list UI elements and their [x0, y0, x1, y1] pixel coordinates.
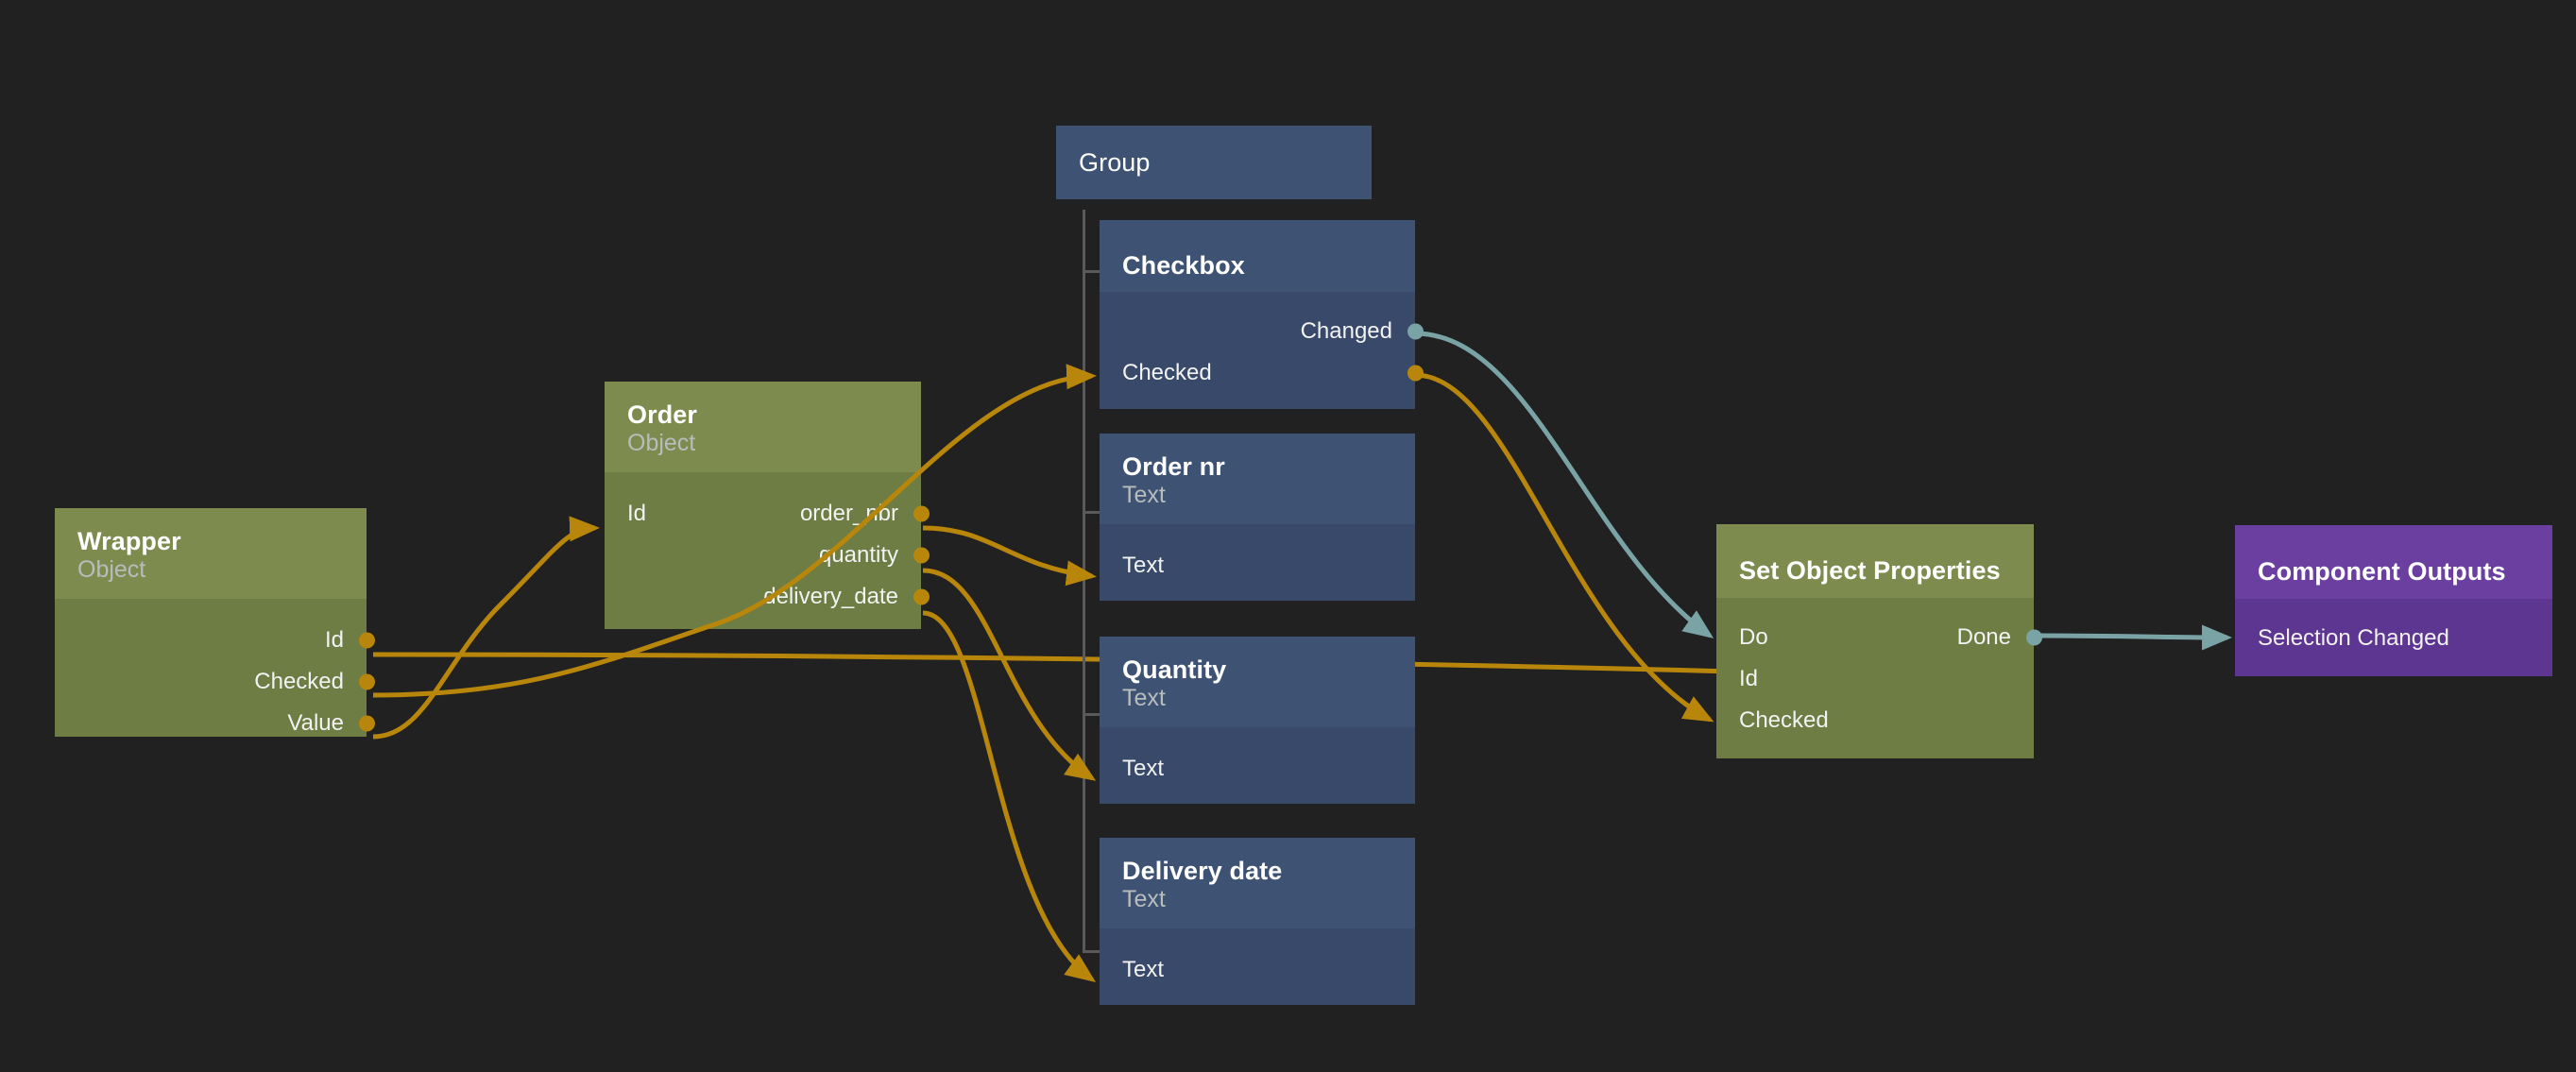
- node-quantity-header: Quantity Text: [1100, 637, 1415, 728]
- node-checkbox-title: Checkbox: [1122, 250, 1245, 280]
- wire-order-deliverydate-to-deliverydate-text: [922, 610, 1097, 982]
- node-component-outputs[interactable]: Component Outputs Selection Changed: [2235, 525, 2552, 676]
- node-order-nr-header: Order nr Text: [1100, 434, 1415, 525]
- node-wrapper[interactable]: Wrapper Object Id Checked Value: [55, 508, 375, 738]
- node-component-outputs-header: Component Outputs: [2235, 525, 2552, 599]
- node-component-outputs-body: Selection Changed: [2235, 599, 2552, 676]
- port-quantity-in-text[interactable]: Text: [1100, 748, 1415, 790]
- node-checkbox-header: Checkbox: [1100, 220, 1415, 292]
- port-label-delivery-date-text: Text: [1122, 957, 1165, 983]
- wire-wrapper-value-to-order-id: [372, 516, 600, 740]
- node-order-header: Order Object: [605, 382, 921, 473]
- group-tree-branch-delivery-date: [1083, 950, 1106, 953]
- node-component-outputs-title: Component Outputs: [2258, 556, 2506, 586]
- port-label-order-out-order-nbr: order_nbr: [799, 501, 898, 527]
- node-wrapper-header: Wrapper Object: [55, 508, 367, 600]
- port-setprops-row-do[interactable]: Do Done: [1716, 617, 2042, 658]
- node-set-object-properties-body: Do Done Id Checked: [1716, 598, 2042, 758]
- port-label-changed: Changed: [1300, 318, 1392, 344]
- port-dot-changed[interactable]: [1407, 323, 1424, 340]
- port-label-order-in-id: Id: [627, 501, 647, 527]
- node-set-object-properties-title: Set Object Properties: [1739, 555, 2001, 585]
- port-wrapper-out-id[interactable]: Id: [55, 620, 375, 661]
- node-delivery-date-subtitle: Text: [1122, 886, 1166, 913]
- port-label-setprops-do: Do: [1739, 624, 1768, 650]
- node-quantity[interactable]: Quantity Text Text: [1100, 637, 1415, 805]
- port-order-out-quantity[interactable]: quantity: [605, 535, 930, 576]
- port-dot-checkbox-checked-out[interactable]: [1407, 365, 1424, 382]
- node-checkbox-body: Changed Checked: [1100, 292, 1424, 409]
- node-order[interactable]: Order Object Id order_nbr quantity deliv…: [605, 382, 930, 630]
- node-wrapper-body: Id Checked Value: [55, 599, 375, 738]
- group-tree-branch-checkbox: [1083, 270, 1106, 273]
- port-label-selection-changed: Selection Changed: [2258, 625, 2449, 651]
- node-group-header: Group: [1056, 126, 1372, 199]
- node-group-title: Group: [1079, 147, 1151, 177]
- node-quantity-subtitle: Text: [1122, 685, 1166, 712]
- wire-checkbox-changed-to-setprops-do: [1414, 331, 1714, 638]
- port-dot-checked[interactable]: [359, 673, 375, 690]
- node-order-nr-title: Order nr: [1122, 452, 1225, 481]
- port-dot-value[interactable]: [359, 715, 375, 732]
- node-wrapper-title: Wrapper: [77, 527, 181, 555]
- port-dot-delivery-date[interactable]: [913, 588, 930, 605]
- wire-order-quantity-to-quantity-text: [922, 568, 1097, 781]
- group-tree-branch-order-nr: [1083, 511, 1106, 514]
- node-delivery-date-header: Delivery date Text: [1100, 838, 1415, 929]
- node-set-object-properties-header: Set Object Properties: [1716, 524, 2034, 598]
- node-order-nr-subtitle: Text: [1122, 482, 1166, 509]
- node-order-nr-body: Text: [1100, 524, 1415, 602]
- node-order-subtitle: Object: [627, 430, 696, 457]
- wire-setprops-done-to-component-outputs: [2033, 624, 2232, 651]
- group-tree-trunk: [1083, 210, 1085, 953]
- node-order-title: Order: [627, 400, 698, 429]
- node-checkbox[interactable]: Checkbox Changed Checked: [1100, 220, 1424, 409]
- port-wrapper-out-value[interactable]: Value: [55, 703, 375, 744]
- wire-checkbox-checked-to-setprops-checked: [1414, 372, 1714, 723]
- port-order-out-delivery-date[interactable]: delivery_date: [605, 576, 930, 618]
- node-wrapper-subtitle: Object: [77, 556, 146, 584]
- port-label-value: Value: [287, 710, 344, 737]
- port-dot-setprops-done[interactable]: [2026, 629, 2042, 646]
- port-label-checkbox-checked: Checked: [1122, 360, 1212, 385]
- wire-order-ordernbr-to-ordernr-text: [922, 525, 1097, 587]
- port-component-outputs-in-selection-changed[interactable]: Selection Changed: [2235, 618, 2552, 659]
- node-delivery-date-title: Delivery date: [1122, 857, 1283, 885]
- node-group[interactable]: Group: [1056, 126, 1372, 199]
- port-checkbox-row-checked[interactable]: Checked: [1100, 352, 1424, 394]
- port-label-quantity-text: Text: [1122, 756, 1165, 782]
- port-order-nr-in-text[interactable]: Text: [1100, 545, 1415, 587]
- node-order-nr[interactable]: Order nr Text Text: [1100, 434, 1415, 602]
- port-label-checked: Checked: [254, 669, 344, 695]
- node-set-object-properties[interactable]: Set Object Properties Do Done Id Checked: [1716, 524, 2042, 758]
- node-delivery-date[interactable]: Delivery date Text Text: [1100, 838, 1415, 1006]
- node-delivery-date-body: Text: [1100, 928, 1415, 1006]
- port-label-quantity: quantity: [818, 542, 898, 569]
- port-label-setprops-done: Done: [1956, 624, 2011, 650]
- port-dot-quantity[interactable]: [913, 547, 930, 564]
- port-setprops-in-id[interactable]: Id: [1716, 658, 2034, 700]
- port-setprops-in-checked[interactable]: Checked: [1716, 700, 2034, 741]
- port-label-id: Id: [324, 627, 344, 654]
- port-label-setprops-id: Id: [1739, 666, 1759, 691]
- port-wrapper-out-checked[interactable]: Checked: [55, 661, 375, 703]
- node-order-body: Id order_nbr quantity delivery_date: [605, 472, 930, 630]
- port-label-setprops-checked: Checked: [1739, 707, 1829, 733]
- port-dot-id[interactable]: [359, 632, 375, 649]
- port-label-order-nr-text: Text: [1122, 553, 1165, 579]
- port-order-row-1[interactable]: Id order_nbr: [605, 493, 930, 535]
- group-tree-branch-quantity: [1083, 713, 1106, 716]
- port-label-delivery-date: delivery_date: [763, 584, 898, 610]
- node-quantity-title: Quantity: [1122, 655, 1227, 684]
- port-delivery-date-in-text[interactable]: Text: [1100, 949, 1415, 991]
- port-checkbox-out-changed[interactable]: Changed: [1100, 311, 1424, 352]
- port-dot-order-nbr[interactable]: [913, 505, 930, 522]
- node-quantity-body: Text: [1100, 727, 1415, 805]
